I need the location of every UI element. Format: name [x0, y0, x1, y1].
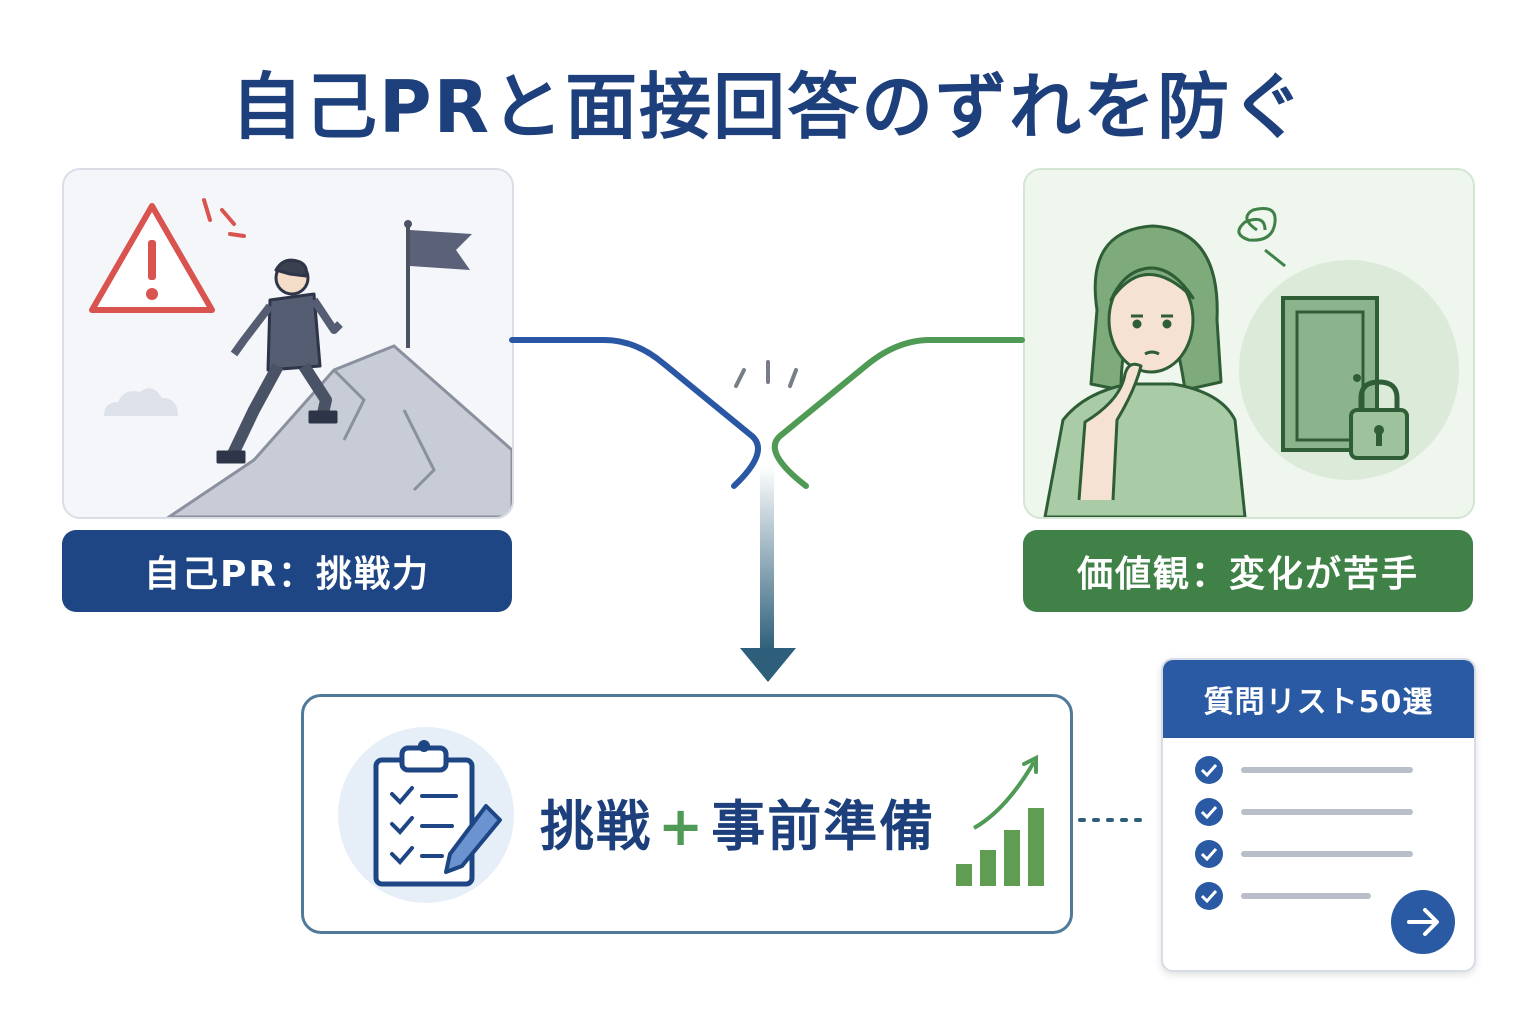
growth-chart-icon — [956, 754, 1044, 886]
cloud-icon — [104, 388, 178, 416]
flag-icon — [404, 220, 472, 348]
clipboard-icon — [338, 727, 514, 903]
solution-part-challenge: 挑戦 — [540, 795, 652, 858]
page-title: 自己PRと面接回答のずれを防ぐ — [230, 65, 1306, 149]
arrow-right-icon[interactable] — [1391, 890, 1455, 954]
arrow-down-icon — [740, 648, 796, 682]
pencil-icon — [444, 804, 502, 874]
worried-person-figure — [1043, 224, 1247, 517]
question-list-heading: 質問リスト50選 — [1163, 660, 1474, 738]
check-icon — [1195, 840, 1223, 868]
solution-text: 挑戦+事前準備 — [540, 782, 935, 861]
values-label: 価値観：変化が苦手 — [1023, 530, 1473, 612]
lock-icon — [1349, 379, 1409, 460]
check-icon — [1195, 798, 1223, 826]
check-icon — [1195, 756, 1223, 784]
illustration-climber-panel — [62, 168, 514, 519]
plus-sign: + — [658, 795, 706, 858]
illustration-worried-person-panel — [1023, 168, 1475, 519]
solution-part-preparation: 事前準備 — [711, 795, 936, 858]
warning-icon — [89, 198, 246, 313]
self-pr-label: 自己PR：挑戦力 — [62, 530, 512, 612]
question-list-card[interactable]: 質問リスト50選 — [1161, 658, 1476, 972]
check-icon — [1195, 882, 1223, 910]
climber-figure — [216, 258, 343, 464]
question-swirl-icon — [1237, 207, 1286, 268]
